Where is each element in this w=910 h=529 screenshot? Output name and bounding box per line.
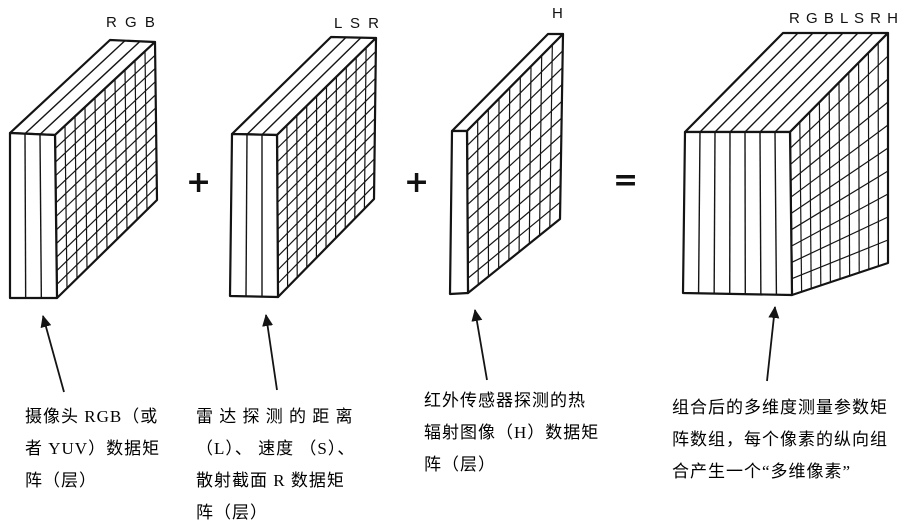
combined-caption: 组合后的多维度测量参数矩 阵数组，每个像素的纵向组 合产生一个“多维像素”	[672, 398, 888, 481]
combined-caption-arrow	[766, 306, 780, 382]
infrared-layer-label: H	[552, 5, 565, 22]
radar-layers-label: L S R	[334, 15, 381, 32]
infrared-h-slab	[448, 32, 565, 296]
plus-operator-2: +	[404, 165, 430, 200]
combined-layers-label: R G B L S R H	[789, 10, 899, 27]
camera-caption-arrow	[40, 315, 65, 393]
equals-operator: =	[613, 163, 639, 198]
radar-caption: 雷 达 探 测 的 距 离 （L）、 速度 （S）、 散射截面 R 数据矩 阵（…	[196, 407, 356, 522]
radar-caption-arrow	[262, 314, 278, 391]
infrared-caption: 红外传感器探测的热 辐射图像（H）数据矩 阵（层）	[424, 391, 600, 474]
plus-operator-1: +	[186, 165, 212, 200]
camera-caption: 摄像头 RGB（或 者 YUV）数据矩 阵（层）	[25, 407, 161, 490]
radar-lsr-slab	[228, 35, 378, 299]
camera-layers-label: R G B	[106, 14, 157, 31]
combined-rgblsrh-slab	[681, 31, 890, 297]
camera-rgb-slab	[8, 38, 159, 300]
infrared-caption-arrow	[471, 309, 488, 381]
